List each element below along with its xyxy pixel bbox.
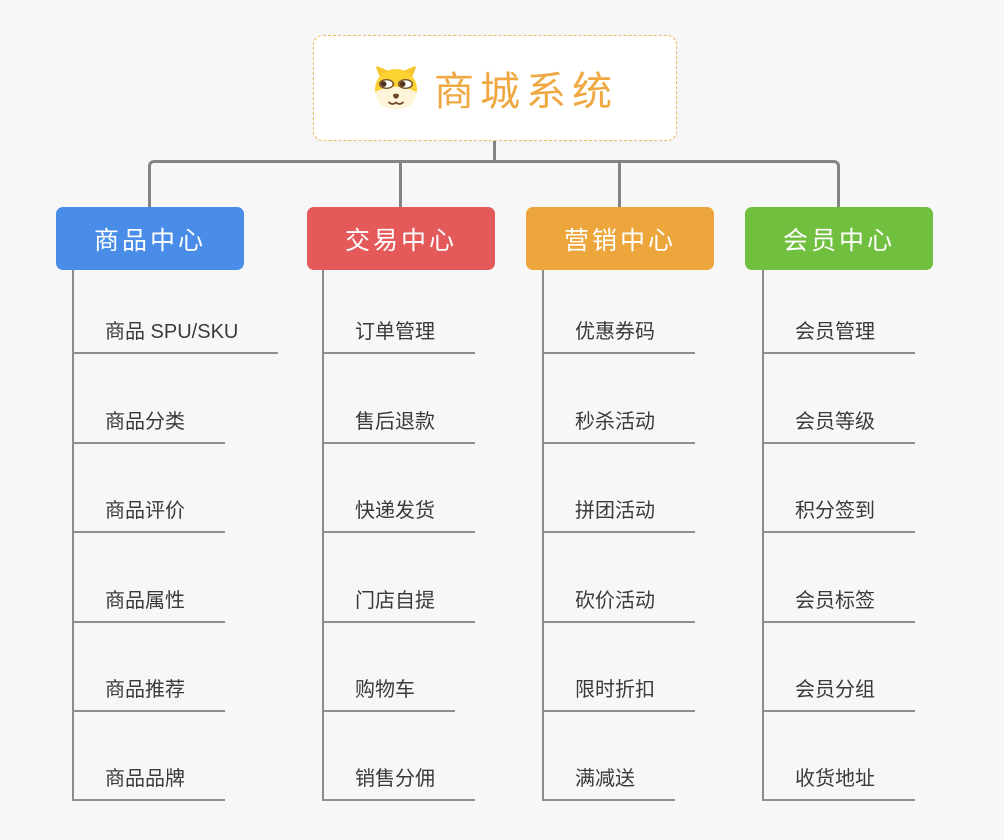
connector-drop [399,162,402,208]
leaf-node[interactable]: 砍价活动 [542,588,695,623]
leaf-node[interactable]: 积分签到 [762,498,915,533]
leaf-node[interactable]: 会员分组 [762,677,915,712]
root-title: 商城系统 [434,70,618,114]
leaf-node[interactable]: 商品品牌 [72,766,225,801]
connector-bus [148,160,840,208]
leaf-node[interactable]: 商品分类 [72,409,225,444]
leaf-node[interactable]: 售后退款 [322,409,475,444]
branch-label: 商品中心 [93,226,206,255]
leaf-node[interactable]: 商品评价 [72,498,225,533]
branch-trunk-line [542,270,544,801]
branch-trunk-line [762,270,764,801]
leaf-node[interactable]: 会员等级 [762,409,915,444]
branch-label: 交易中心 [344,226,457,255]
leaf-node[interactable]: 商品属性 [72,588,225,623]
connector-root-stem [493,141,496,163]
leaf-node[interactable]: 商品 SPU/SKU [72,319,279,354]
branch-trunk-line [72,270,74,801]
leaf-node[interactable]: 会员标签 [762,588,915,623]
branch-node-marketing-center[interactable]: 营销中心 [526,207,714,270]
leaf-node[interactable]: 优惠券码 [542,319,695,354]
connector-drop [618,162,621,208]
leaf-node[interactable]: 会员管理 [762,319,915,354]
branch-node-product-center[interactable]: 商品中心 [56,207,244,270]
leaf-node[interactable]: 商品推荐 [72,677,225,712]
leaf-node[interactable]: 快递发货 [322,498,475,533]
branch-trunk-line [322,270,324,801]
dog-face-icon [372,65,420,111]
branch-node-trade-center[interactable]: 交易中心 [307,207,495,270]
root-node[interactable]: 商城系统 [313,35,677,141]
leaf-node[interactable]: 收货地址 [762,766,915,801]
branch-node-member-center[interactable]: 会员中心 [745,207,933,270]
leaf-node[interactable]: 订单管理 [322,319,475,354]
branch-label: 会员中心 [782,226,895,255]
leaf-node[interactable]: 购物车 [322,677,455,712]
leaf-node[interactable]: 秒杀活动 [542,409,695,444]
leaf-node[interactable]: 满减送 [542,766,675,801]
leaf-node[interactable]: 拼团活动 [542,498,695,533]
leaf-node[interactable]: 门店自提 [322,588,475,623]
branch-label: 营销中心 [563,226,676,255]
leaf-node[interactable]: 限时折扣 [542,677,695,712]
leaf-node[interactable]: 销售分佣 [322,766,475,801]
